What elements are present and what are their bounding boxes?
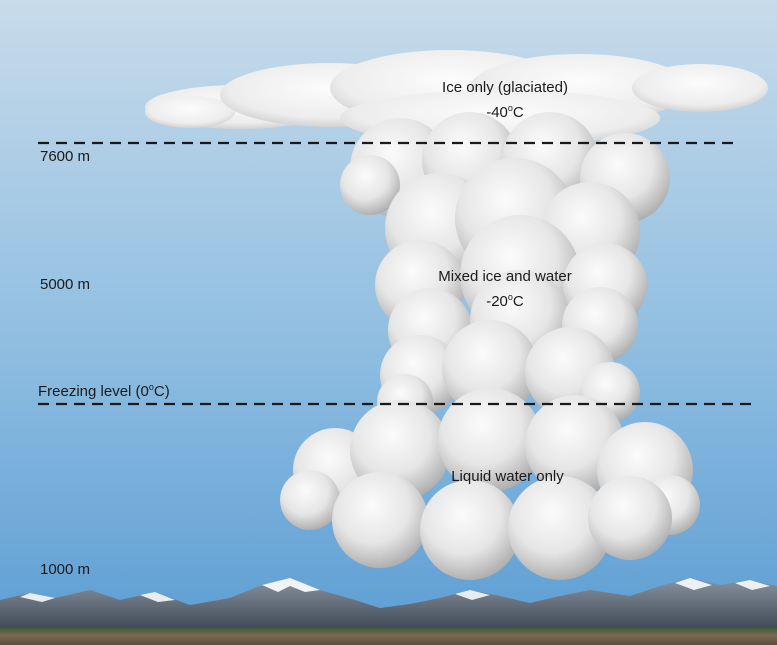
mixed-zone-temperature: -20oC [400, 293, 610, 311]
ice-temp-unit: C [512, 104, 524, 121]
anvil-cloud [145, 50, 768, 146]
altitude-label-5000m: 5000 m [40, 276, 91, 293]
altitude-label-7600m: 7600 m [40, 148, 91, 165]
liquid-zone-title: Liquid water only [451, 468, 564, 485]
ice-zone-title: Ice only (glaciated) [442, 79, 568, 96]
ice-zone-temperature: -40oC [400, 104, 610, 122]
freezing-level-label: Freezing level (0oC) [38, 383, 170, 401]
mixed-zone-title: Mixed ice and water [438, 268, 572, 285]
altitude-label-1000m: 1000 m [40, 561, 91, 578]
mountain-range [0, 578, 777, 632]
mixed-zone-cloud [375, 158, 647, 372]
freezing-level-unit: C) [153, 383, 170, 400]
mixed-temp-unit: C [512, 293, 524, 310]
liquid-zone-cloud [280, 388, 700, 580]
mixed-temp-value: -20 [486, 293, 508, 310]
mixed-temp-degree: o [507, 292, 513, 302]
freezing-level-text: Freezing level (0 [38, 383, 149, 400]
ground [0, 628, 777, 645]
ice-temp-degree: o [507, 103, 513, 113]
ice-temp-value: -40 [486, 104, 508, 121]
freezing-level-degree: o [148, 382, 154, 392]
